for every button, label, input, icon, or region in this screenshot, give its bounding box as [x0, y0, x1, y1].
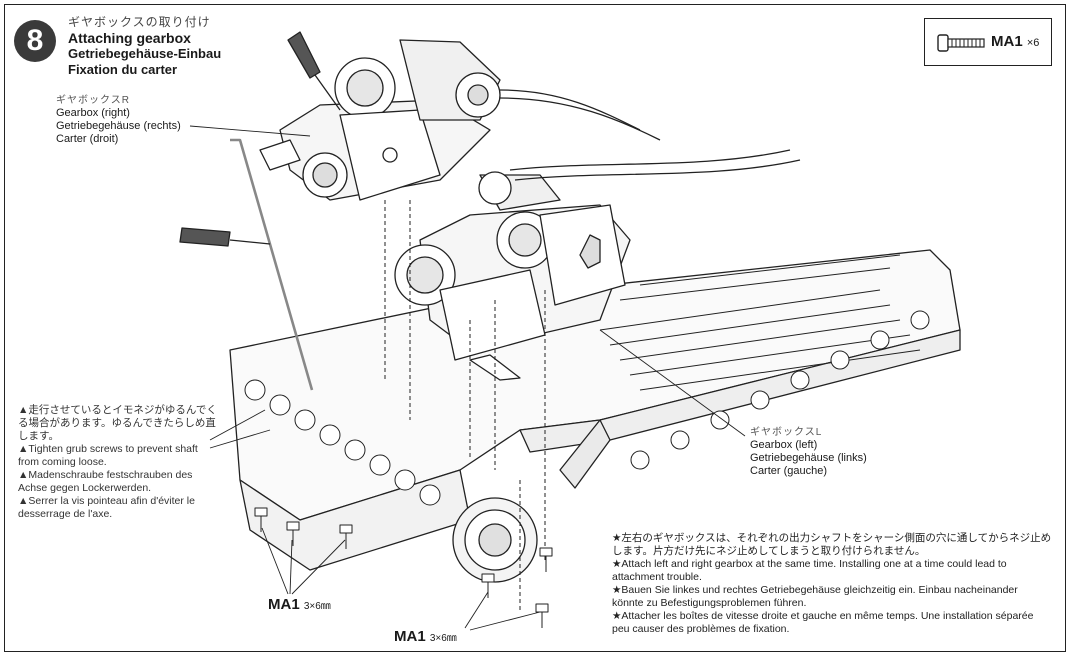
gearbox-left-jp: ギヤボックスL — [750, 427, 823, 438]
loose-screws — [254, 507, 553, 628]
title-jp: ギヤボックスの取り付け — [68, 15, 211, 29]
step-number-badge: 8 — [14, 20, 56, 62]
wire-rod — [230, 138, 314, 391]
hardware-qty: ×6 — [1026, 37, 1040, 49]
screwdriver-icon — [179, 227, 271, 247]
gearbox-right-jp: ギヤボックスR — [56, 95, 130, 106]
hardware-label: MA1 ×6 — [991, 33, 1039, 50]
warning-de: ▲Madenschraube festschrauben des Achse g… — [18, 469, 193, 494]
gearbox-right-de: Getriebegehäuse (rechts) — [56, 120, 181, 132]
screw-label-bottom: MA1 3×6㎜ — [394, 628, 457, 645]
title-de: Getriebegehäuse-Einbau — [68, 46, 222, 61]
screw-icon — [535, 603, 549, 628]
screw-label-bottom-part: MA1 — [394, 628, 426, 645]
gearbox-right-drawing — [259, 39, 661, 201]
screw-icon — [481, 573, 495, 598]
assembly-note: ★左右のギヤボックスは、それぞれの出力シャフトをシャーシ側面の穴に通してからネジ… — [612, 532, 1052, 636]
screw-icon — [539, 547, 553, 572]
screw-label-left: MA1 3×6㎜ — [268, 596, 331, 613]
title-en: Attaching gearbox — [68, 30, 191, 46]
gearbox-left-fr: Carter (gauche) — [750, 465, 828, 477]
screw-icon — [937, 34, 985, 52]
screw-icon — [286, 521, 300, 546]
note-jp: ★左右のギヤボックスは、それぞれの出力シャフトをシャーシ側面の穴に通してからネジ… — [612, 532, 1052, 557]
screw-label-left-part: MA1 — [268, 596, 300, 613]
page-frame — [4, 4, 1066, 652]
gearbox-left-label: ギヤボックスL Gearbox (left) Getriebegehäuse (… — [750, 426, 867, 478]
warning-en: ▲Tighten grub screws to prevent shaft fr… — [18, 443, 198, 468]
gearbox-left-en: Gearbox (left) — [750, 439, 818, 451]
note-en: ★Attach left and right gearbox at the sa… — [612, 558, 1007, 583]
title-fr: Fixation du carter — [68, 62, 178, 77]
gearbox-right-fr: Carter (droit) — [56, 133, 119, 145]
warning-fr: ▲Serrer la vis pointeau afin d'éviter le… — [18, 495, 195, 520]
title-block: ギヤボックスの取り付け Attaching gearbox Getriebege… — [68, 14, 221, 78]
warning-note: ▲走行させているとイモネジがゆるんでくる場合があります。ゆるんできたらしめ直しま… — [18, 404, 218, 521]
hardware-callout: MA1 ×6 — [924, 18, 1052, 66]
screw-label-left-dim: 3×6㎜ — [303, 601, 331, 612]
chassis-tub — [229, 249, 961, 583]
note-de: ★Bauen Sie linkes und rechtes Getriebege… — [612, 584, 1018, 609]
screw-icon — [254, 507, 268, 532]
gearbox-left-de: Getriebegehäuse (links) — [750, 452, 867, 464]
gearbox-left-drawing — [394, 149, 801, 381]
leader-lines — [189, 125, 746, 631]
screw-label-bottom-dim: 3×6㎜ — [429, 633, 457, 644]
screw-icon — [339, 524, 353, 549]
guide-lines — [384, 200, 546, 610]
screwdriver-icon — [287, 31, 341, 111]
hardware-part: MA1 — [991, 33, 1023, 50]
gearbox-right-en: Gearbox (right) — [56, 107, 130, 119]
note-fr: ★Attacher les boîtes de vitesse droite e… — [612, 610, 1034, 635]
warning-jp: ▲走行させているとイモネジがゆるんでくる場合があります。ゆるんできたらしめ直しま… — [18, 404, 217, 442]
gearbox-right-label: ギヤボックスR Gearbox (right) Getriebegehäuse … — [56, 94, 181, 146]
